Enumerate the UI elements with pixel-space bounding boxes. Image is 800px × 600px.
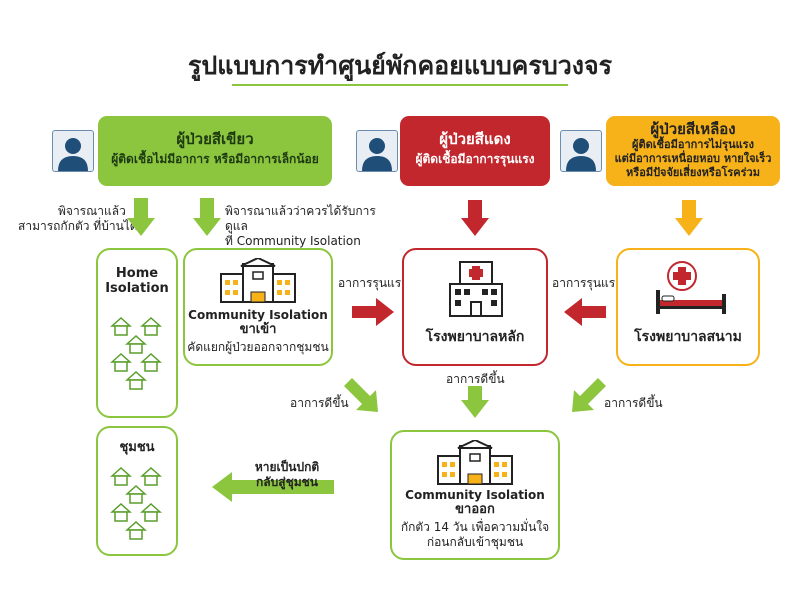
better-label-center: อาการดีขึ้น [446, 372, 505, 386]
building-icon [437, 440, 513, 485]
red-patient-header: ผู้ป่วยสีแดง ผู้ติดเชื้อมีอาการรุนแรง [400, 116, 550, 186]
ci-out-line-4: ก่อนกลับเข้าชุมชน [426, 535, 524, 549]
yellow-patient-desc-2: แต่มีอาการเหนื่อยหอบ หายใจเร็ว [614, 152, 772, 165]
ci-consider-line-1: พิจารณาแล้วว่าควรได้รับการดูแล [225, 204, 376, 233]
ci-in-line-3: คัดแยกผู้ป่วยออกจากชุมชน [187, 340, 329, 354]
arrow-down-red [461, 200, 489, 236]
severe-label-right: อาการรุนแรง [552, 276, 622, 290]
better-label-right: อาการดีขึ้น [604, 396, 663, 410]
title-underline [232, 84, 568, 86]
home-isolation-line-1: Home [115, 266, 159, 281]
page-title: รูปแบบการทำศูนย์พักคอยแบบครบวงจร [187, 51, 613, 80]
arrow-left-severe [564, 298, 606, 326]
yellow-patient-desc-1: ผู้ติดเชื้อมีอาการไม่รุนแรง [632, 138, 754, 151]
hospital-bed-icon [656, 261, 726, 314]
green-patient-header: ผู้ป่วยสีเขียว ผู้ติดเชื้อไม่มีอาการ หรื… [98, 116, 332, 186]
user-icon [560, 130, 602, 172]
hospital-icon [449, 261, 503, 317]
ci-out-line-3: กักตัว 14 วัน เพื่อความมั่นใจ [400, 520, 550, 534]
ci-out-line-1: Community Isolation [405, 488, 545, 502]
arrow-diag-right [572, 378, 606, 412]
arrow-down-ci [193, 198, 221, 236]
house-icons [110, 316, 162, 390]
community-label: ชุมชน [119, 440, 155, 455]
community-box: ชุมชน [96, 426, 178, 556]
arrow-down-home [127, 198, 155, 236]
field-hospital-box: โรงพยาบาลสนาม [616, 248, 760, 366]
arrow-down-center [461, 386, 489, 418]
ci-out-box: Community Isolation ขาออก กักตัว 14 วัน … [390, 430, 560, 560]
ci-consider-label: พิจารณาแล้วว่าควรได้รับการดูแล ที่ Commu… [225, 204, 395, 249]
home-consider-line-1: พิจารณาแล้ว [58, 204, 126, 218]
ci-in-box: Community Isolation ขาเข้า คัดแยกผู้ป่วย… [183, 248, 333, 366]
recovered-line-2: กลับสู่ชุมชน [256, 475, 318, 489]
ci-consider-line-2: ที่ Community Isolation [225, 234, 361, 248]
home-isolation-box: Home Isolation [96, 248, 178, 418]
community-house-icons [110, 466, 162, 540]
arrow-right-severe [352, 298, 394, 326]
ci-in-line-2: ขาเข้า [239, 322, 277, 337]
field-hospital-label: โรงพยาบาลสนาม [634, 329, 742, 345]
arrow-down-yellow [675, 200, 703, 236]
recovered-label: หายเป็นปกติ กลับสู่ชุมชน [232, 460, 342, 490]
green-patient-desc: ผู้ติดเชื้อไม่มีอาการ หรือมีอาการเล็กน้อ… [111, 152, 319, 166]
home-consider-label: พิจารณาแล้ว สามารถกักตัว ที่บ้านได้ [18, 204, 158, 234]
home-consider-line-2: สามารถกักตัว ที่บ้านได้ [18, 219, 138, 233]
ci-in-line-1: Community Isolation [188, 308, 328, 322]
ci-out-line-2: ขาออก [455, 502, 495, 517]
home-isolation-line-2: Isolation [105, 281, 169, 296]
red-patient-desc: ผู้ติดเชื้อมีอาการรุนแรง [415, 152, 535, 166]
yellow-patient-header: ผู้ป่วยสีเหลือง ผู้ติดเชื้อมีอาการไม่รุน… [606, 116, 780, 186]
arrow-diag-left [344, 378, 378, 412]
arrow-left-community [212, 472, 334, 502]
severe-label-left: อาการรุนแรง [338, 276, 408, 290]
user-icon [356, 130, 398, 172]
main-hospital-label: โรงพยาบาลหลัก [425, 329, 525, 345]
green-patient-title: ผู้ป่วยสีเขียว [176, 130, 254, 148]
recovered-line-1: หายเป็นปกติ [254, 460, 320, 474]
main-hospital-box: โรงพยาบาลหลัก [402, 248, 548, 366]
building-icon [220, 258, 296, 303]
better-label-left: อาการดีขึ้น [290, 396, 349, 410]
red-patient-title: ผู้ป่วยสีแดง [439, 130, 511, 148]
yellow-patient-desc-3: หรือมีปัจจัยเสี่ยงหรือโรคร่วม [626, 166, 760, 179]
yellow-patient-title: ผู้ป่วยสีเหลือง [650, 120, 736, 138]
user-icon [52, 130, 94, 172]
